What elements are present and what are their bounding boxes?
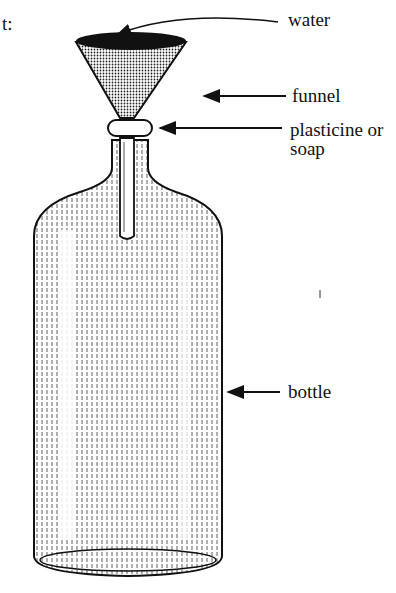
part-label: water [288,10,378,29]
part-label: bottle [288,382,378,401]
bottle-arrow [228,391,280,393]
funnel-arrow [204,95,286,97]
funnel-mouth [76,32,186,50]
bottle-base [40,549,216,571]
plasticine-ring [108,120,152,136]
part-label: funnel [292,86,382,105]
water-arrow [118,18,278,34]
part-label: plasticine or soap [290,120,386,158]
funnel-cone [76,42,186,118]
funnel-stem [120,138,134,239]
part-label: t: [2,14,32,33]
plasticine-arrow [160,127,282,129]
